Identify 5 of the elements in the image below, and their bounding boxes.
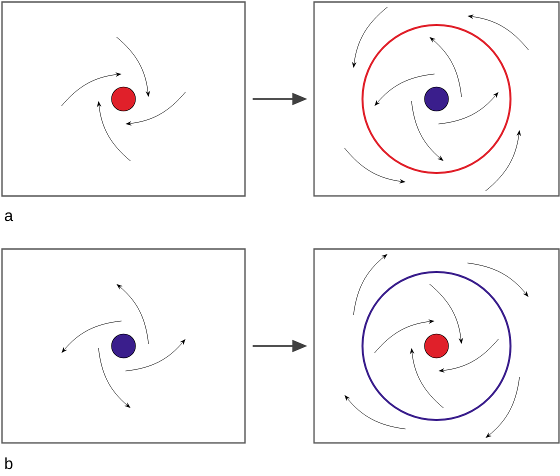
panel-box <box>313 1 560 197</box>
panel-box <box>1 1 246 197</box>
panel-box <box>1 248 246 444</box>
panel-letter: a <box>4 212 14 222</box>
panel-box <box>313 248 560 444</box>
